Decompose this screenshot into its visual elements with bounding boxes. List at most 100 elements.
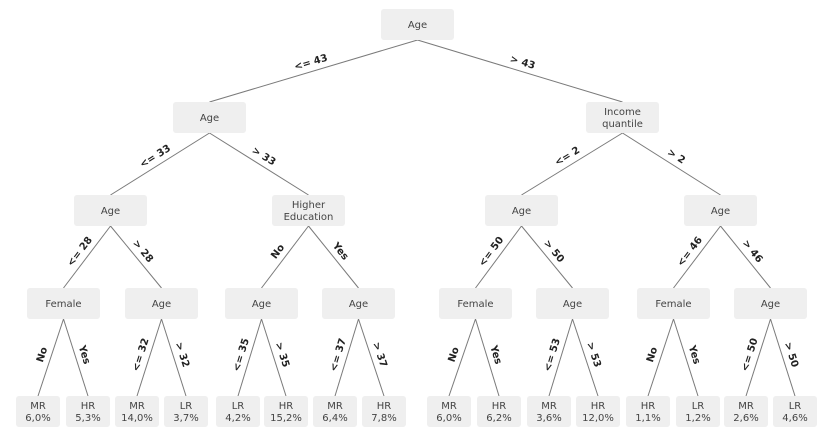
tree-node-leaf10: HR6,2% [477, 396, 521, 427]
edge-label: > 46 [740, 238, 765, 265]
tree-node-leaf2: HR5,3% [66, 396, 110, 427]
tree-edge [37, 318, 64, 397]
edge-label: > 33 [250, 145, 278, 168]
tree-edge [448, 318, 476, 397]
node-box [637, 288, 710, 319]
tree-node-n_rl: Age [485, 195, 558, 226]
tree-edge [334, 318, 359, 397]
node-box [527, 396, 571, 427]
edge-label: > 50 [541, 238, 566, 265]
edge-label: Yes [487, 343, 503, 365]
node-text: Age [252, 299, 271, 310]
node-text: HR [279, 401, 294, 412]
node-box [322, 288, 395, 319]
node-text: Age [349, 299, 368, 310]
node-text: LR [789, 401, 802, 412]
tree-edge [261, 318, 287, 397]
node-text: Age [408, 20, 427, 31]
nodes-layer: AgeAgeIncomequantileAgeHigherEducationAg… [16, 9, 817, 427]
tree-node-n_llr: Age [125, 288, 198, 319]
tree-node-leaf14: LR1,2% [676, 396, 720, 427]
node-text: 6,2% [486, 413, 511, 424]
tree-edge [209, 39, 418, 103]
node-box [485, 195, 558, 226]
node-text: HR [492, 401, 507, 412]
node-box [272, 195, 345, 226]
tree-node-n_rrr: Age [734, 288, 807, 319]
edge-label: <= 37 [328, 337, 349, 373]
tree-edge [745, 318, 771, 397]
node-box [427, 396, 471, 427]
tree-node-n_l: Age [173, 102, 246, 133]
node-box [684, 195, 757, 226]
node-text: LR [232, 401, 245, 412]
tree-node-leaf5: LR4,2% [216, 396, 260, 427]
tree-edge [237, 318, 262, 397]
tree-edge [209, 132, 309, 196]
edge-label: Yes [75, 343, 92, 365]
tree-node-n_lrl: Age [225, 288, 298, 319]
node-box [536, 288, 609, 319]
node-text: HR [377, 401, 392, 412]
node-box [225, 288, 298, 319]
node-box [264, 396, 308, 427]
tree-edge [720, 225, 771, 289]
tree-node-leaf13: HR1,1% [626, 396, 670, 427]
node-text: MR [327, 401, 343, 412]
node-text: Income [604, 107, 641, 118]
tree-edge [136, 318, 162, 397]
tree-node-n_rr: Age [684, 195, 757, 226]
tree-edge [521, 225, 573, 289]
node-box [676, 396, 720, 427]
node-box [576, 396, 620, 427]
tree-edge [417, 39, 623, 103]
node-text: Higher [292, 200, 326, 211]
edge-label: > 50 [782, 341, 800, 369]
node-box [439, 288, 512, 319]
node-text: 6,4% [322, 413, 347, 424]
tree-node-leaf8: HR7,8% [362, 396, 406, 427]
node-box [216, 396, 260, 427]
node-box [66, 396, 110, 427]
tree-edge [622, 132, 721, 196]
node-box [477, 396, 521, 427]
edge-label: No [447, 346, 462, 364]
node-box [115, 396, 159, 427]
edge-label: Yes [685, 343, 702, 365]
tree-node-leaf16: LR4,6% [773, 396, 817, 427]
node-text: 2,6% [733, 413, 758, 424]
tree-edge [475, 318, 500, 397]
tree-node-leaf11: MR3,6% [527, 396, 571, 427]
node-box [773, 396, 817, 427]
node-text: Age [563, 299, 582, 310]
node-text: Female [655, 299, 691, 310]
node-text: MR [738, 401, 754, 412]
node-box [313, 396, 357, 427]
node-text: 15,2% [270, 413, 302, 424]
edge-label: > 35 [273, 341, 291, 369]
tree-edge [308, 225, 359, 289]
node-text: MR [541, 401, 557, 412]
tree-edge [475, 225, 522, 289]
node-text: Education [284, 212, 334, 223]
node-box [16, 396, 60, 427]
edge-label: > 53 [584, 341, 603, 369]
edge-label: No [645, 346, 660, 364]
tree-node-leaf15: MR2,6% [724, 396, 768, 427]
tree-edge [63, 225, 111, 289]
node-text: HR [641, 401, 656, 412]
node-text: 4,2% [225, 413, 250, 424]
tree-edge [770, 318, 796, 397]
tree-edge [110, 225, 162, 289]
node-text: 3,6% [536, 413, 561, 424]
node-text: Age [512, 206, 531, 217]
tree-node-n_rlr: Age [536, 288, 609, 319]
node-text: Age [711, 206, 730, 217]
tree-edge [647, 318, 674, 397]
node-text: LR [692, 401, 705, 412]
